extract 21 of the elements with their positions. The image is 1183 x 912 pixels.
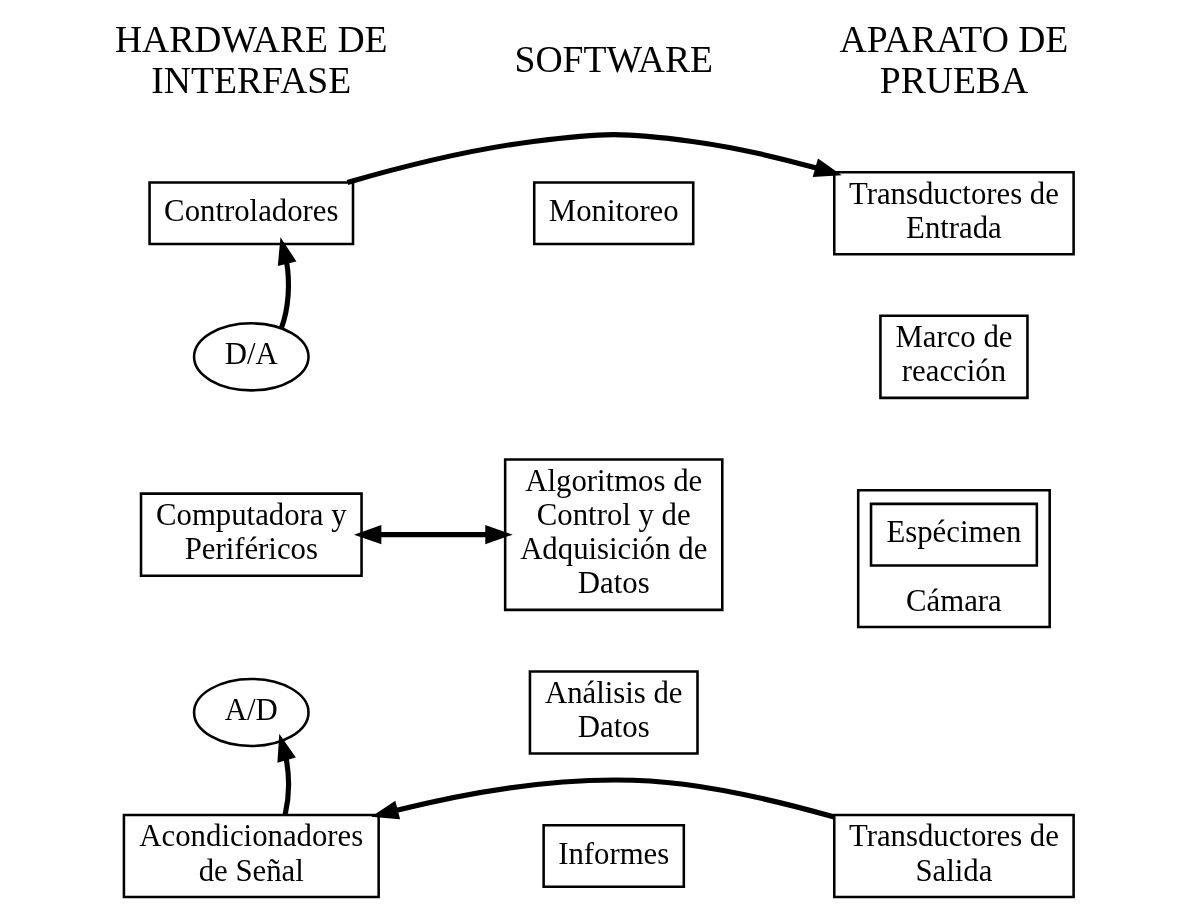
node-box: Monitoreo: [532, 181, 695, 246]
node-box: Informes: [542, 824, 686, 889]
node-box: Controladores: [148, 181, 355, 246]
node-box: Acondicionadores de Señal: [122, 813, 380, 899]
node-box: Transductores de Entrada: [833, 170, 1075, 256]
arrow: [371, 777, 835, 820]
arrow: [277, 733, 296, 816]
label: APARATO DE PRUEBA: [839, 17, 1069, 101]
node-box: Algoritmos de Control y de Adquisición de Datos: [503, 458, 724, 612]
node-ellipse: A/D: [192, 677, 310, 748]
node-box: Análisis de Datos: [528, 670, 699, 755]
arrow: [353, 525, 513, 545]
node-box: Computadora y Periféricos: [139, 492, 363, 577]
arrow: [346, 132, 842, 185]
label: SOFTWARE: [514, 38, 713, 81]
node-box: Transductores de Salida: [833, 813, 1075, 899]
node-box: Espécimen: [869, 502, 1039, 567]
node-ellipse: D/A: [192, 322, 310, 392]
arrow: [277, 237, 297, 329]
node-box: Marco de reacción: [879, 314, 1029, 400]
label: HARDWARE DE INTERFASE: [114, 17, 388, 101]
